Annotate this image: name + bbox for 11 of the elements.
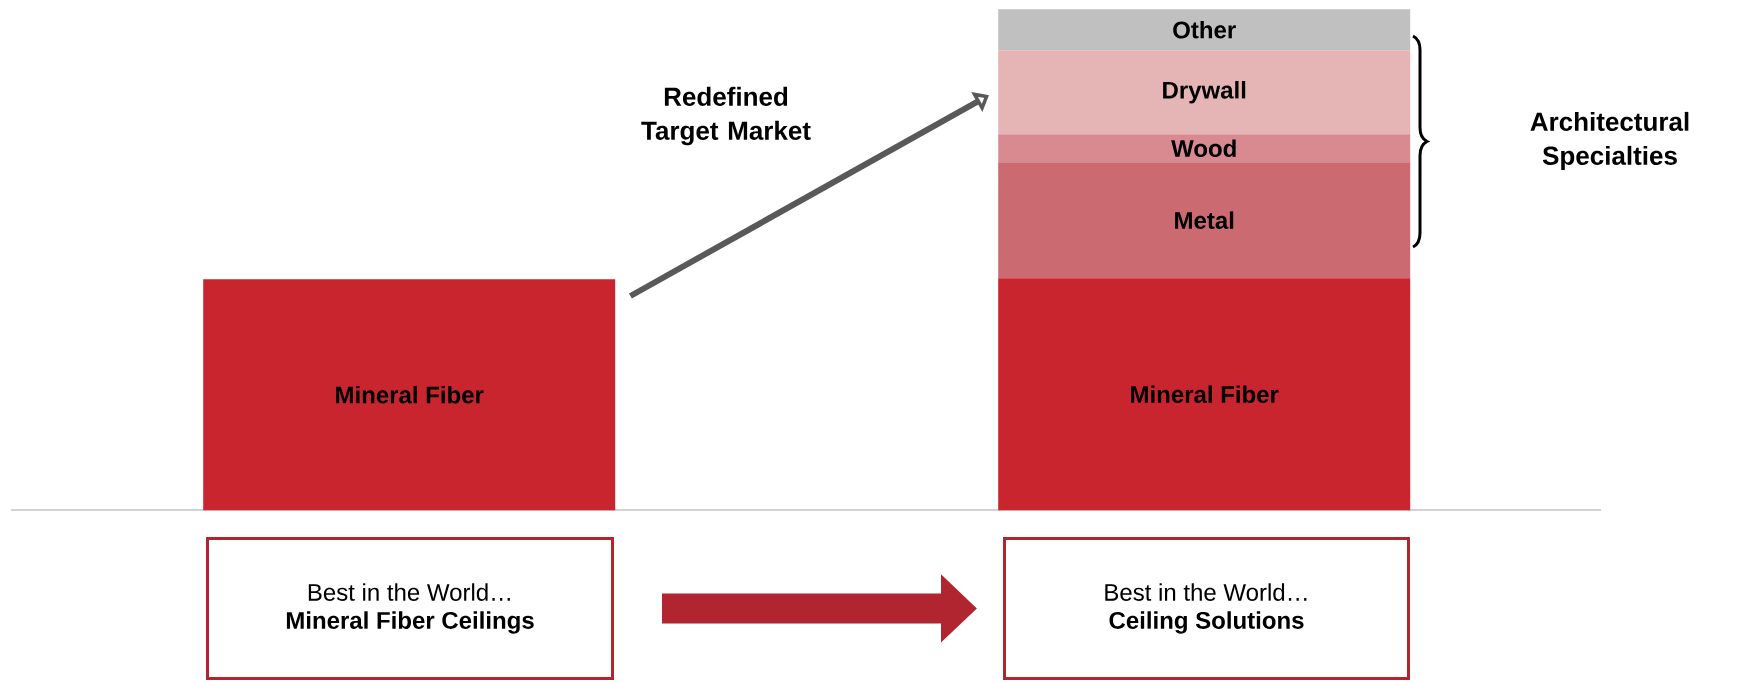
bar-segment: Drywall <box>998 50 1411 135</box>
edge-label: Redefined Target Market <box>641 86 811 146</box>
group-label: Architectural Specialties <box>1530 111 1689 171</box>
bar-segment: Metal <box>998 162 1411 279</box>
bar-segment: Mineral Fiber <box>203 279 616 511</box>
text-box: Best in the World… Mineral Fiber Ceilings <box>206 537 614 680</box>
arrow <box>628 92 989 299</box>
bar-segment: Other <box>998 9 1411 51</box>
bar-segment: Mineral Fiber <box>998 278 1411 511</box>
bar-segment: Wood <box>998 134 1411 163</box>
text-box: Best in the World… Ceiling Solutions <box>1003 537 1410 680</box>
